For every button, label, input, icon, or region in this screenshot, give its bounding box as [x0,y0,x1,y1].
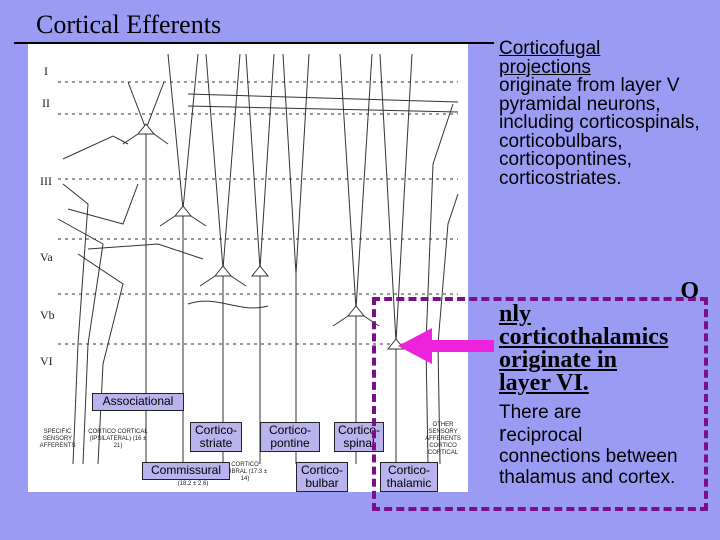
p3-line-a: There are [499,402,582,423]
cortico-striate-box: Cortico-striate [190,422,242,452]
p1-line-a: Corticofugal [499,38,601,59]
commissural-box: Commissural [142,462,230,480]
reciprocal-paragraph: There are reciprocal connections between… [499,402,699,488]
layer-label-5b: Vb [40,308,55,322]
other-afferents-label: OTHER SENSORY AFFERENTS CORTICO CORTICAL [425,422,461,456]
cortico-rubral-label: CORTICO RUBRAL (17.3 ± 14) [222,462,268,482]
layer-label-2: II [42,96,50,110]
layer-label-5a: Va [40,250,53,264]
bottom-count-label: (18.2 ± 2.6) [177,481,209,487]
specific-afferents-label: SPECIFIC SENSORY AFFERENTS [39,429,76,449]
p1-line-b: projections [499,56,591,78]
cortico-pontine-box: Cortico-pontine [260,422,320,452]
associational-box: Associational [92,393,184,411]
p2-line-d: layer VI. [499,370,589,396]
p1-body: originate from layer V pyramidal neurons… [499,75,700,189]
layer-label-1: I [44,64,48,78]
cortico-cortical-label: CORTICO CORTICAL (IPSILATERAL) (16 ± 21) [88,429,148,449]
page-title: Cortical Efferents [36,10,222,39]
layer-label-6: VI [40,354,53,368]
p3-body: connections between thalamus and cortex. [499,446,678,488]
p3-line-b: eciprocal [506,425,583,446]
corticothalamic-paragraph: O nly corticothalamics originate in laye… [499,278,699,396]
cortex-diagram: I II III Va Vb VI SPECIFIC SENSORY AFFER… [28,44,468,492]
corticofugal-paragraph: Corticofugal projections originate from … [499,38,704,189]
p3-letter-r: r [499,421,507,446]
p2-line-a: nly [499,301,532,327]
neuron-drawing [57,53,459,465]
p2-line-b: corticothalamics [499,324,669,350]
title-underline [14,42,494,44]
p2-line-c: originate in [499,347,617,373]
cortico-bulbar-box: Cortico-bulbar [296,462,348,492]
highlight-dashed-frame [372,297,708,511]
cortico-thalamic-box: Cortico-thalamic [380,462,438,492]
pointer-arrow-icon [398,328,494,364]
layer-label-3: III [40,174,52,188]
p2-letter-o: O [680,278,699,304]
